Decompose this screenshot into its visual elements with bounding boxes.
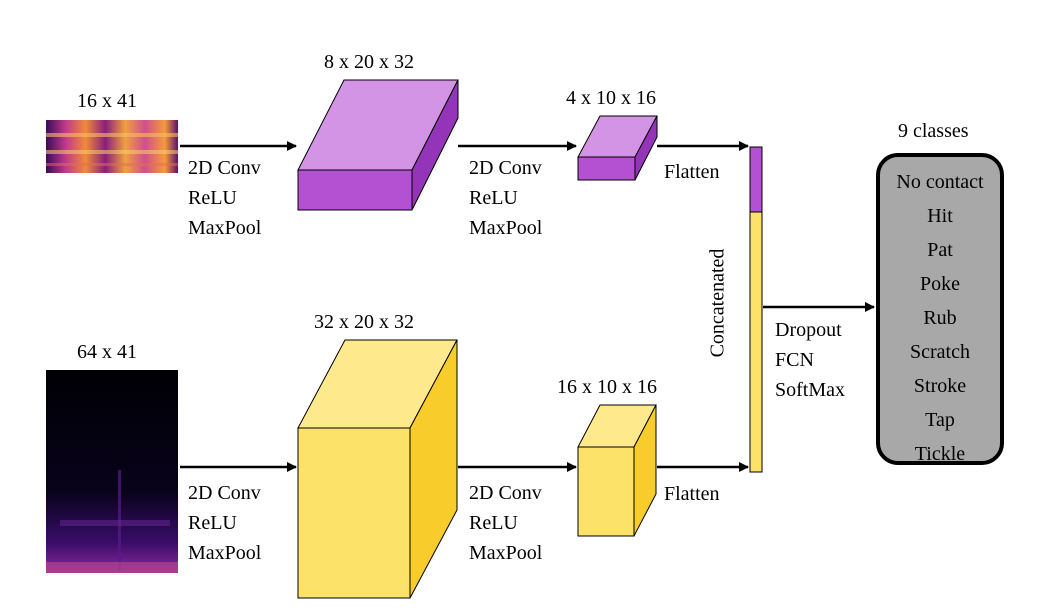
bottom-pool-label: 16 x 10 x 16: [557, 376, 657, 398]
input-bottom-label: 64 x 41: [77, 341, 137, 363]
op-softmax: SoftMax: [775, 379, 845, 401]
top-flatten-label: Flatten: [664, 161, 720, 183]
top-conv-label: 8 x 20 x 32: [324, 51, 414, 73]
op-maxpool: MaxPool: [188, 542, 262, 564]
class-item: Stroke: [913, 375, 967, 397]
concatenated-label: Concatenated: [706, 248, 729, 358]
class-list: No contact Hit Pat Poke Rub Scratch Stro…: [880, 157, 1000, 471]
bottom-pool-block-ops: 2D Conv ReLU MaxPool: [469, 478, 542, 568]
bottom-pool-cuboid: [577, 404, 657, 537]
class-item: Pat: [927, 239, 953, 261]
top-pool-cuboid: [577, 115, 658, 181]
input-top-label: 16 x 41: [77, 90, 137, 112]
classes-title: 9 classes: [898, 120, 969, 142]
input-spectrogram-top: [46, 120, 178, 173]
head-ops: Dropout FCN SoftMax: [775, 315, 845, 405]
class-item: Poke: [920, 273, 960, 295]
bottom-flatten-label: Flatten: [664, 483, 720, 505]
top-conv-cuboid: [297, 79, 459, 211]
op-relu: ReLU: [469, 187, 518, 209]
op-maxpool: MaxPool: [469, 542, 543, 564]
bottom-conv-label: 32 x 20 x 32: [314, 311, 414, 333]
class-item: Scratch: [910, 341, 970, 363]
op-conv: 2D Conv: [188, 157, 261, 179]
concatenated-bar: [749, 146, 763, 473]
op-maxpool: MaxPool: [469, 217, 543, 239]
op-dropout: Dropout: [775, 319, 842, 341]
op-conv: 2D Conv: [188, 482, 261, 504]
op-fcn: FCN: [775, 349, 814, 371]
input-spectrogram-bottom: [46, 370, 178, 573]
bottom-conv-block-ops: 2D Conv ReLU MaxPool: [188, 478, 261, 568]
op-conv: 2D Conv: [469, 157, 542, 179]
op-relu: ReLU: [188, 512, 237, 534]
top-conv-block-ops: 2D Conv ReLU MaxPool: [188, 153, 261, 243]
top-pool-label: 4 x 10 x 16: [566, 87, 656, 109]
class-item: Tap: [925, 409, 955, 431]
op-conv: 2D Conv: [469, 482, 542, 504]
classes-box: No contact Hit Pat Poke Rub Scratch Stro…: [876, 153, 1004, 465]
class-item: Hit: [927, 205, 953, 227]
op-maxpool: MaxPool: [188, 217, 262, 239]
bottom-conv-cuboid: [297, 339, 458, 599]
op-relu: ReLU: [469, 512, 518, 534]
class-item: Tickle: [914, 443, 966, 465]
top-pool-block-ops: 2D Conv ReLU MaxPool: [469, 153, 542, 243]
class-item: No contact: [896, 171, 984, 193]
class-item: Rub: [923, 307, 957, 329]
op-relu: ReLU: [188, 187, 237, 209]
